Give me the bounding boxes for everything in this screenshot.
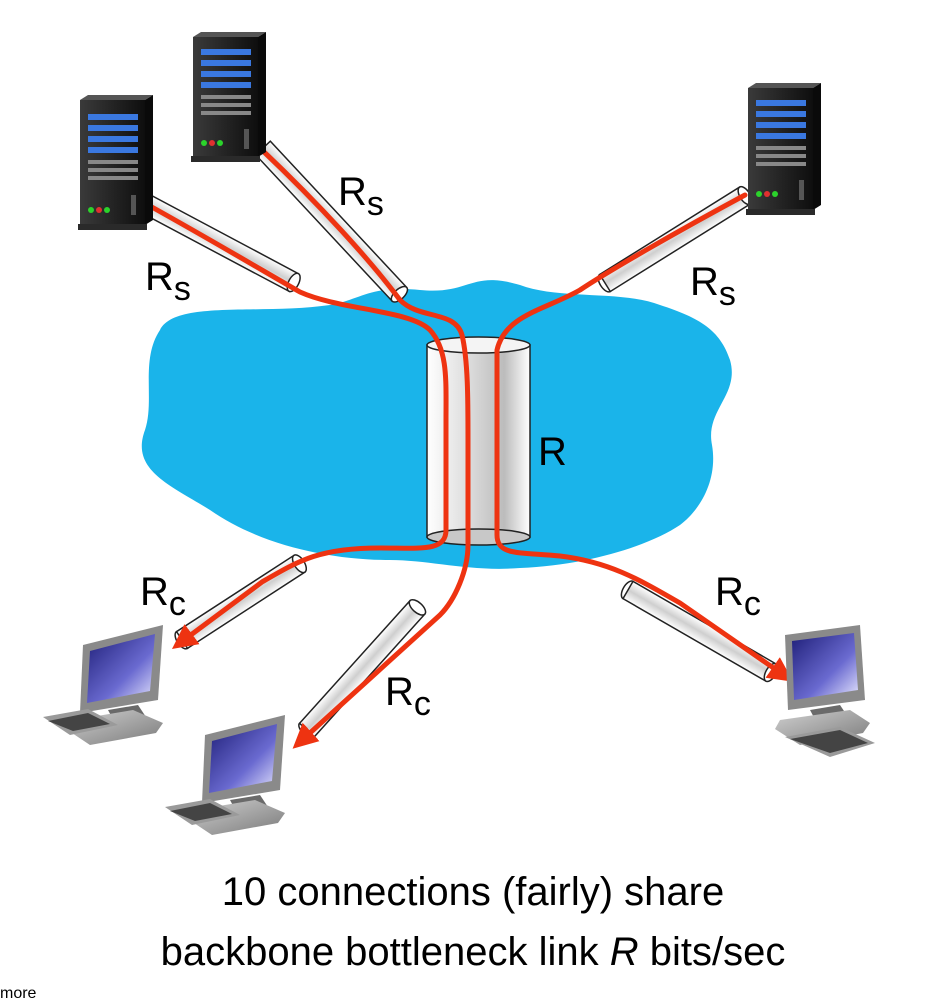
server-icon [78,95,153,230]
svg-text:Rs: Rs [338,170,384,223]
rate-label-rs: Rs [690,260,736,313]
rate-label-r: R [538,430,567,474]
svg-text:Rc: Rc [385,670,431,723]
svg-text:Rc: Rc [715,570,761,623]
caption-line-1: 10 connections (fairly) share [221,870,725,914]
server-icon [746,83,821,215]
svg-text:Rs: Rs [690,260,736,313]
caption-variable: R [609,930,639,974]
rate-label-rc: Rc [385,670,431,723]
desktop-computer-icon [165,715,285,835]
caption-suffix: bits/sec [638,930,786,974]
rate-label-rc: Rc [140,570,186,623]
caption-prefix: backbone bottleneck link [160,930,610,974]
svg-text:R: R [538,430,567,474]
flow-server2 [259,147,471,749]
rate-label-rs: Rs [145,255,191,308]
flow-server1 [147,203,449,649]
server-icon [191,32,266,162]
corner-text: more [0,985,37,1002]
desktop-computer-icon [775,625,875,757]
rate-label-rc: Rc [715,570,761,623]
rate-label-rs: Rs [338,170,384,223]
link-pipe-client2 [298,598,427,739]
flow-server3 [494,192,794,682]
caption-line-2: backbone bottleneck link R bits/sec [0,928,946,976]
svg-text:Rc: Rc [140,570,186,623]
svg-text:Rs: Rs [145,255,191,308]
desktop-computer-icon [43,625,163,745]
